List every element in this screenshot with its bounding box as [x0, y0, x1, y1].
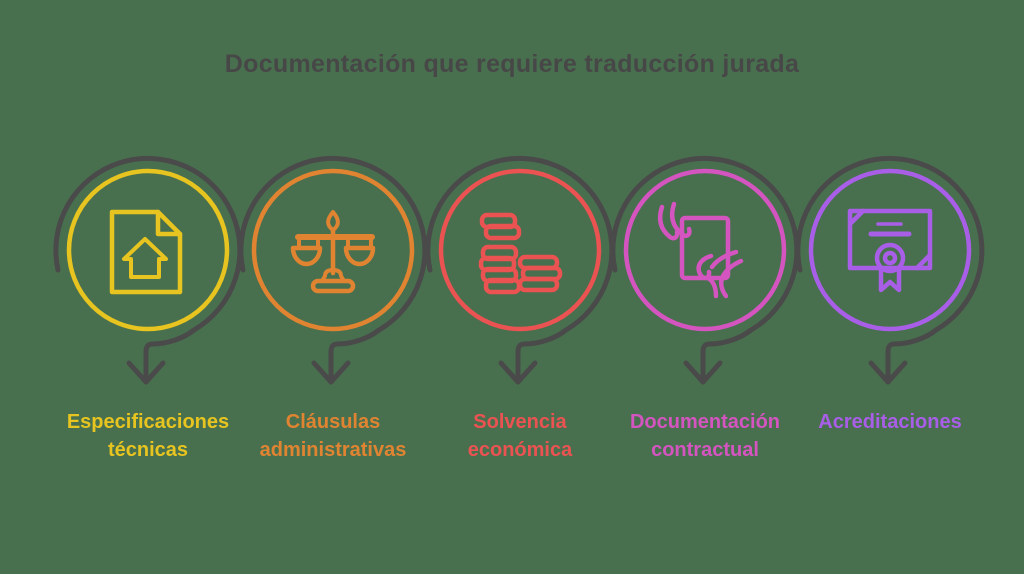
- arrow-down-icon: [795, 155, 985, 385]
- scales-icon: [290, 210, 376, 294]
- item-circle: [251, 168, 415, 332]
- item-label: Solvencia económica: [467, 411, 573, 461]
- diagram-item: Cláusulas administrativas: [233, 135, 433, 495]
- arrow-down-icon: [238, 155, 428, 385]
- item-graphic: [53, 155, 243, 385]
- arrow-head-icon: [498, 360, 538, 385]
- item-circle: [66, 168, 230, 332]
- document-home-icon: [109, 209, 183, 295]
- item-label: Acreditaciones: [818, 411, 962, 433]
- item-graphic: [610, 155, 800, 385]
- diagram-item: Acreditaciones: [790, 135, 990, 495]
- diagram-item: Documentación contractual: [605, 135, 805, 495]
- certificate-icon: [847, 208, 933, 293]
- item-label: Documentación contractual: [629, 411, 781, 461]
- item-circle: [438, 168, 602, 332]
- arrow-down-icon: [425, 155, 615, 385]
- diagram-item: Solvencia económica: [420, 135, 620, 495]
- arrow-head-icon: [683, 360, 723, 385]
- item-label: Cláusulas administrativas: [259, 411, 407, 461]
- coins-icon: [478, 212, 563, 295]
- item-circle: [623, 168, 787, 332]
- diagram-item: Especificaciones técnicas: [48, 135, 248, 495]
- arrow-down-icon: [610, 155, 800, 385]
- arrow-head-icon: [126, 360, 166, 385]
- arrow-head-icon: [868, 360, 908, 385]
- item-graphic: [238, 155, 428, 385]
- hands-document-icon: [657, 201, 744, 299]
- arrow-head-icon: [311, 360, 351, 385]
- item-circle: [808, 168, 972, 332]
- arrow-down-icon: [53, 155, 243, 385]
- item-label: Especificaciones técnicas: [66, 411, 230, 461]
- page-title: Documentación que requiere traducción ju…: [224, 50, 800, 78]
- item-graphic: [425, 155, 615, 385]
- item-graphic: [795, 155, 985, 385]
